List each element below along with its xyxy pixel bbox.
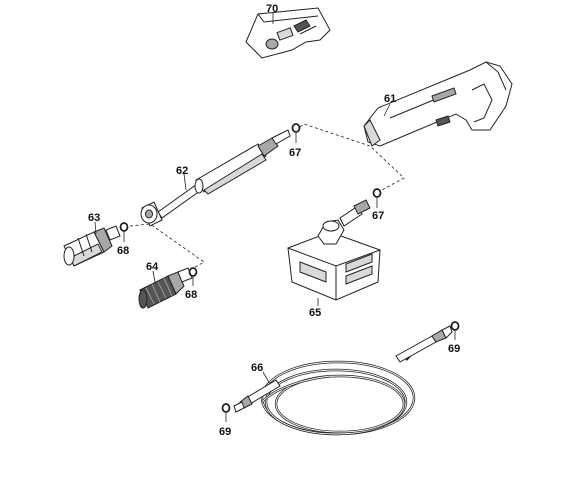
part-67b-o-ring: [372, 188, 382, 198]
label-68b: 68: [185, 289, 197, 301]
label-70: 70: [266, 3, 278, 15]
label-67b: 67: [372, 210, 384, 222]
label-62: 62: [176, 165, 188, 177]
label-65: 65: [309, 307, 321, 319]
part-62-lance: [140, 129, 291, 227]
part-67a-o-ring: [291, 123, 301, 133]
part-66-high-pressure-hose: [233, 325, 453, 436]
part-69b-o-ring: [221, 403, 231, 413]
part-68b-o-ring: [188, 267, 198, 277]
label-63: 63: [88, 212, 100, 224]
part-65-detergent-bottle: [287, 199, 381, 301]
assembly-line-lance-nozzle: [129, 223, 205, 271]
part-61-spray-gun: [363, 61, 513, 147]
label-69a: 69: [448, 343, 460, 355]
label-61: 61: [384, 93, 396, 105]
label-69b: 69: [219, 426, 231, 438]
part-68a-o-ring: [119, 222, 129, 232]
label-67a: 67: [289, 147, 301, 159]
label-66: 66: [251, 362, 263, 374]
label-68a: 68: [117, 245, 129, 257]
part-69a-o-ring: [450, 321, 460, 331]
label-64: 64: [146, 261, 159, 273]
part-63-nozzle: [63, 225, 121, 267]
part-70-accessory-bag: [245, 7, 331, 59]
part-64-turbo-nozzle: [138, 267, 193, 309]
